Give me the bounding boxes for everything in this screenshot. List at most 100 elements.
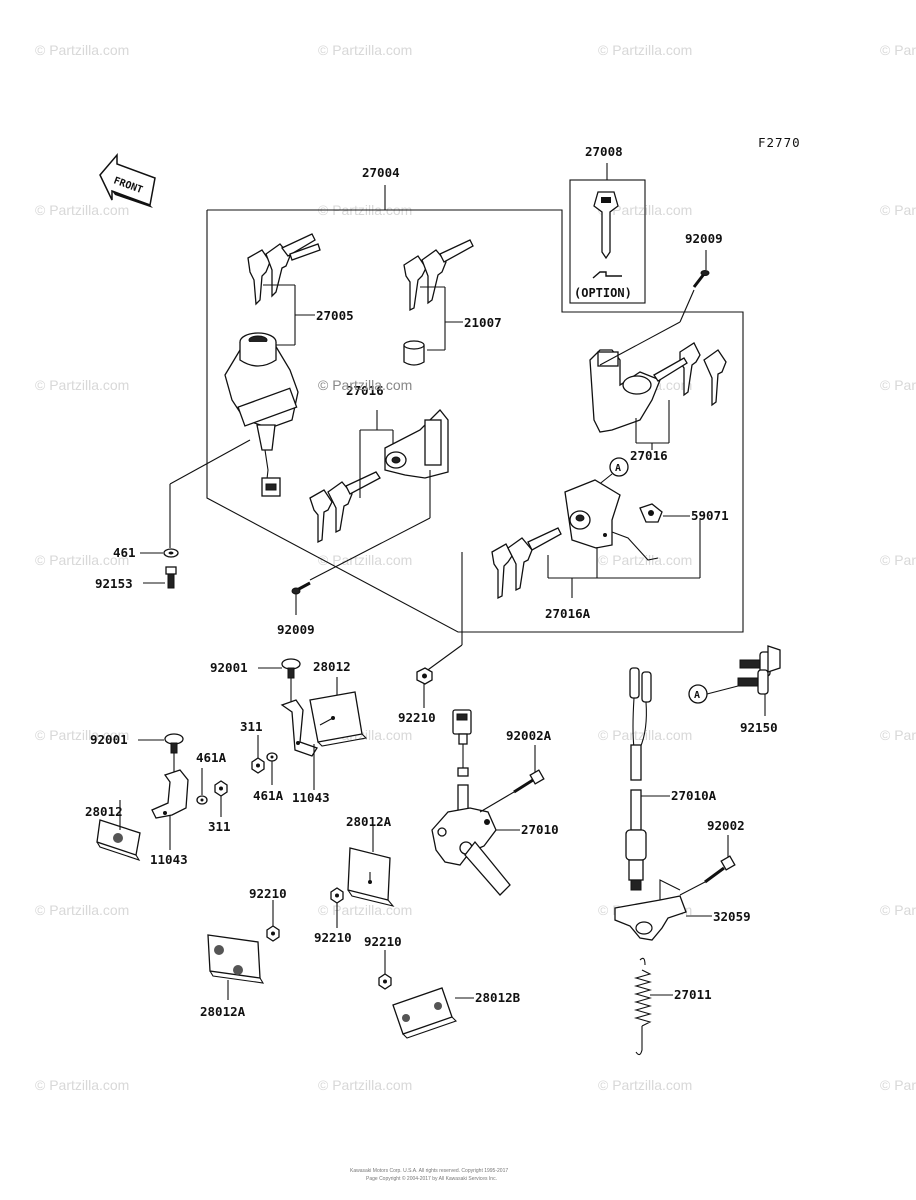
part-label-92210-a: 92210	[398, 710, 436, 725]
part-label-27016-a: 27016	[346, 383, 384, 398]
part-label-11043-a: 11043	[292, 790, 330, 805]
seat-lock-icon	[589, 349, 661, 433]
part-label-27016-b: 27016	[630, 448, 668, 463]
watermark: © Partzilla.com	[35, 202, 129, 218]
part-label-27008: 27008	[585, 144, 623, 159]
watermark: © Partzilla.com	[880, 42, 916, 58]
part-label-21007: 21007	[464, 315, 502, 330]
part-label-28012A-a: 28012A	[346, 814, 392, 829]
watermark: © Partzilla.com	[318, 377, 412, 393]
watermark: © Partzilla.com	[318, 1077, 412, 1093]
nut-icon	[214, 780, 228, 797]
part-label-92001-a: 92001	[210, 660, 248, 675]
watermark: © Partzilla.com	[35, 42, 129, 58]
watermark: © Partzilla.com	[35, 902, 129, 918]
key-pair-icon	[653, 342, 727, 407]
nut-icon	[416, 667, 433, 685]
part-label-32059: 32059	[713, 909, 751, 924]
copyright-line: Page Copyright © 2004-2017 by All Kawasa…	[366, 1175, 497, 1182]
part-label-28012B: 28012B	[475, 990, 521, 1005]
watermark: © Partzilla.com	[880, 727, 916, 743]
ignition-switch-icon	[224, 332, 299, 497]
part-label-461A-a: 461A	[253, 788, 284, 803]
key-pair-icon	[491, 527, 562, 600]
reflector-icon	[347, 847, 395, 907]
callout-marker-a: A	[688, 684, 708, 704]
watermark: © Partzilla.com	[318, 552, 412, 568]
spring-icon	[633, 957, 653, 1056]
reflector-icon	[392, 987, 458, 1039]
brake-switch-icon	[431, 784, 511, 896]
bolt-icon	[704, 855, 736, 884]
part-label-27005: 27005	[316, 308, 354, 323]
part-label-59071: 59071	[691, 508, 729, 523]
part-label-27016A: 27016A	[545, 606, 591, 621]
part-label-27004: 27004	[362, 165, 400, 180]
key-pair-icon	[247, 233, 321, 306]
part-label-92210-c: 92210	[249, 886, 287, 901]
bolt-icon	[513, 769, 545, 794]
part-label-311-a: 311	[240, 719, 263, 734]
watermark: © Partzilla.com	[880, 202, 916, 218]
watermark: © Partzilla.com	[35, 552, 129, 568]
bolt-pair-icon	[737, 645, 781, 695]
watermark: © Partzilla.com	[318, 42, 412, 58]
watermark: © Partzilla.com	[35, 377, 129, 393]
watermarks: © Partzilla.com © Partzilla.com © Partzi…	[35, 42, 916, 1093]
nut-icon	[330, 887, 344, 904]
bracket-icon	[151, 769, 189, 819]
part-label-28012A-b: 28012A	[200, 1004, 246, 1019]
watermark: © Partzilla.com	[880, 1077, 916, 1093]
part-label-27010A: 27010A	[671, 788, 717, 803]
brake-switch-wires-icon	[625, 667, 652, 891]
screw-icon	[291, 581, 311, 615]
reflector-icon	[207, 934, 265, 984]
washer-icon	[196, 795, 208, 805]
part-label-28012-b: 28012	[85, 804, 123, 819]
nut-icon	[266, 925, 280, 942]
part-label-461A-b: 461A	[196, 750, 227, 765]
callout-a-label: A	[694, 690, 700, 701]
watermark: © Partzilla.com	[318, 902, 412, 918]
part-label-92210-b: 92210	[314, 930, 352, 945]
bolt-icon	[164, 733, 184, 754]
part-label-92009-top: 92009	[685, 231, 723, 246]
reflector-icon	[96, 819, 141, 861]
nut-icon	[378, 973, 392, 990]
option-key-box: (OPTION)	[569, 163, 646, 304]
reflector-icon	[309, 691, 368, 747]
callout-marker-a: A	[609, 457, 629, 477]
option-label: (OPTION)	[574, 286, 632, 300]
part-label-92150: 92150	[740, 720, 778, 735]
part-label-461: 461	[113, 545, 136, 560]
watermark: © Partzilla.com	[598, 1077, 692, 1093]
connector-icon	[452, 709, 472, 777]
helmet-lock-icon	[384, 409, 449, 518]
part-label-27010: 27010	[521, 822, 559, 837]
part-label-92001-b: 92001	[90, 732, 128, 747]
bracket-icon	[614, 879, 687, 941]
watermark: © Partzilla.com	[598, 727, 692, 743]
lock-bracket-icon	[564, 479, 659, 561]
washer-icon	[266, 752, 278, 762]
watermark: © Partzilla.com	[598, 42, 692, 58]
part-label-92009-bottom: 92009	[277, 622, 315, 637]
bracket-icon	[280, 699, 318, 757]
front-arrow-icon: FRONT	[99, 152, 156, 208]
watermark: © Partzilla.com	[880, 377, 916, 393]
nut-icon	[251, 757, 265, 774]
part-label-11043-b: 11043	[150, 852, 188, 867]
screw-icon	[679, 250, 710, 323]
key-pair-icon	[403, 239, 474, 312]
part-label-311-b: 311	[208, 819, 231, 834]
washer-icon	[163, 548, 179, 558]
watermark: © Partzilla.com	[880, 902, 916, 918]
watermark: © Partzilla.com	[598, 552, 692, 568]
watermark: © Partzilla.com	[880, 552, 916, 568]
key-pair-icon	[309, 471, 381, 544]
lock-cap-icon	[403, 340, 425, 366]
callout-a-label: A	[615, 463, 621, 474]
figure-code: F2770	[758, 135, 801, 150]
watermark: © Partzilla.com	[35, 1077, 129, 1093]
